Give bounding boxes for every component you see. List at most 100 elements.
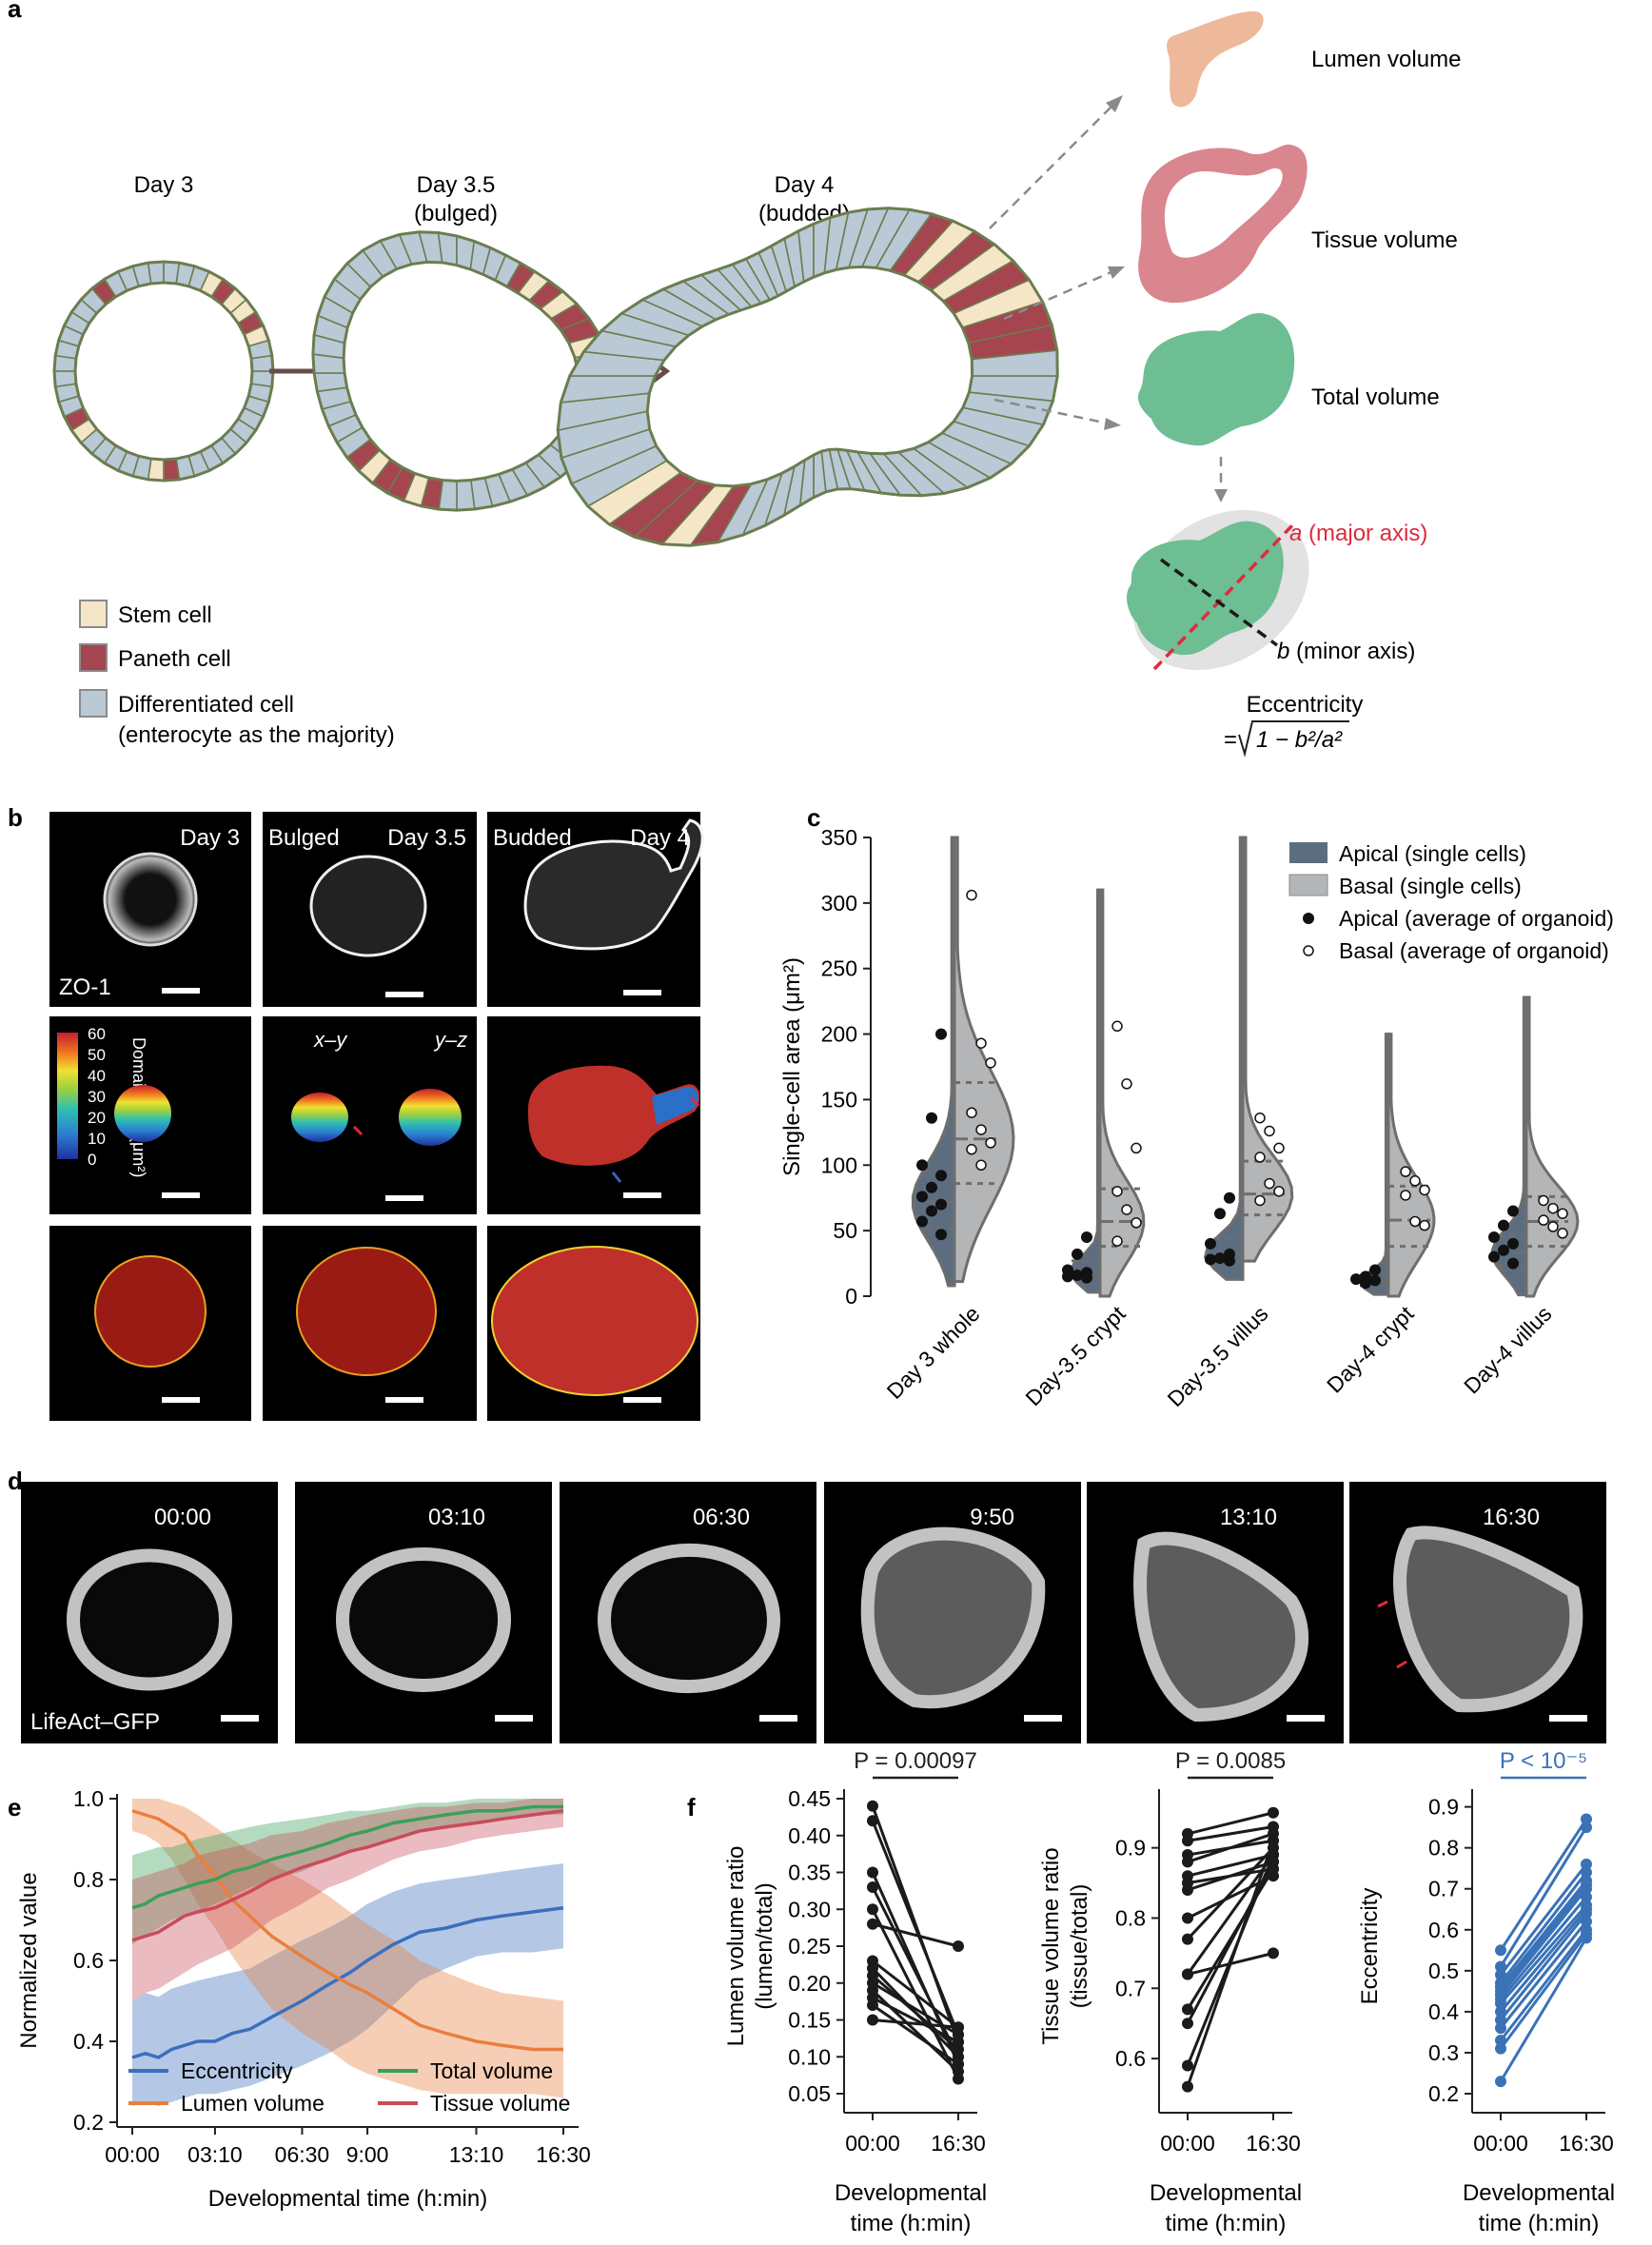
confidence-band [132,1799,563,2001]
y-tick-label: 150 [821,1087,857,1112]
timelapse-time-label: 06:30 [693,1505,750,1530]
pair-line [1186,1854,1275,1976]
pair-point-end [1581,1882,1592,1895]
x-tick-label: 03:10 [187,2142,243,2167]
y-tick-label: 0.7 [1428,1877,1459,1901]
pair-line [1499,1871,1588,1984]
apical-organoid-point [1369,1264,1381,1276]
pair-point-start [1182,2080,1193,2093]
scale-bar [162,988,200,994]
pair-line [1499,1903,1588,2005]
apical-organoid-point [1507,1237,1519,1250]
pair-line [872,1922,959,1948]
x-category-label: Day-3.5 villus [1163,1301,1273,1411]
pair-point-end [1268,1806,1279,1819]
timelapse-time-label: 00:00 [154,1505,211,1530]
basal-organoid-point [975,1037,987,1049]
y-tick-label: 0.6 [1115,2046,1146,2071]
apical-organoid-point [1072,1269,1083,1281]
scale-bar [162,1192,200,1198]
basal-organoid-point [1419,1184,1430,1196]
apical-organoid-point [1081,1231,1092,1244]
organoid-day4-diagram [556,207,1059,547]
pair-line [1499,1883,1588,1993]
apical-organoid-point [926,1205,937,1217]
pair-point-end [1581,1813,1592,1825]
p-value-label: P < 10⁻⁵ [1500,1748,1587,1774]
y-tick-label: 0.20 [788,1971,831,1996]
pair-line [1187,1832,1274,1863]
pair-point-end [1581,1932,1592,1944]
apical-organoid-point [926,1181,937,1193]
legend-label: Tissue volume [430,2091,570,2116]
basal-organoid-point [1409,1215,1421,1228]
timelapse-time-label: 13:10 [1220,1505,1277,1530]
basal-organoid-point [1264,1177,1275,1190]
total-volume-shape [1137,313,1295,446]
pair-point-start [1182,1835,1193,1847]
arrow-to-total [993,398,1110,425]
pair-line [1187,1861,1274,1892]
apical-organoid-point [1507,1257,1519,1270]
day35-cell [313,372,348,393]
panel-d-label: d [8,1467,23,1495]
pair-line [872,1959,959,2029]
violin-basal [1386,1033,1436,1298]
pair-line [1499,1933,1588,2050]
basal-organoid-point [1121,1078,1132,1090]
x-tick-label: 00:00 [105,2142,160,2167]
colorbar [57,1033,78,1159]
x-tick-label: 16:30 [1246,2131,1301,2156]
basal-organoid-point [1131,1142,1142,1154]
eccentricity-title: Eccentricity [1247,692,1364,718]
red-arrow-marker [352,1125,364,1136]
basal-organoid-point [1111,1186,1123,1197]
violin-basal [953,836,1015,1284]
segmentation-day4 [491,1246,698,1396]
mean-line [131,1809,563,2052]
major-axis-label: a (major axis) [1289,521,1427,546]
apical-organoid-point [1081,1271,1092,1284]
apical-organoid-point [1350,1273,1362,1286]
y-tick-label: 0.8 [1115,1905,1146,1930]
apical-organoid-point [1498,1244,1509,1256]
pair-point-start [1182,1856,1193,1868]
total-volume-label: Total volume [1311,384,1440,410]
y-tick-label: 0.9 [1115,1836,1146,1861]
x-tick-label: 00:00 [1473,2131,1528,2156]
basal-organoid-point [1273,1186,1285,1197]
organoid-actin-signal [66,1548,233,1691]
pair-point-start [867,1800,878,1812]
domain-map-day35-xy [291,1093,348,1142]
basal-organoid-point [966,1144,977,1155]
stage-title-day3: Day 3 [134,172,194,198]
scale-bar [385,1195,423,1201]
apical-organoid-point [1205,1237,1216,1250]
panel-b-label: b [8,803,23,832]
pair-point-start [1182,1883,1193,1896]
pair-point-start [867,1903,878,1916]
legend-label-differentiated: Differentiated cell [118,692,294,718]
pair-line [1187,1951,1274,1976]
legend-label: Basal (single cells) [1339,874,1522,898]
violin-apical [1358,1033,1390,1296]
day4-inner-outline [645,265,974,488]
apical-organoid-point [1360,1277,1371,1290]
stain-label-lifeact: LifeAct–GFP [30,1709,160,1735]
day35-inner-outline [342,260,580,482]
violin-basal [1524,995,1580,1298]
colorbar-tick: 40 [88,1067,106,1085]
mean-line [131,1809,564,1942]
y-tick-label: 0.6 [73,1948,104,1973]
apical-organoid-point [1072,1248,1083,1260]
y-tick-label: 0.4 [1428,1999,1459,2024]
organoid-actin-signal [1133,1531,1309,1723]
timelapse-time-label: 9:50 [970,1505,1014,1530]
x-tick-label: 00:00 [1160,2131,1215,2156]
x-axis-label: Developmental time (h:min) [208,2186,487,2212]
day3-inner-outline [73,281,254,462]
pair-point-end [1581,1866,1592,1879]
basal-organoid-point [975,1124,987,1135]
